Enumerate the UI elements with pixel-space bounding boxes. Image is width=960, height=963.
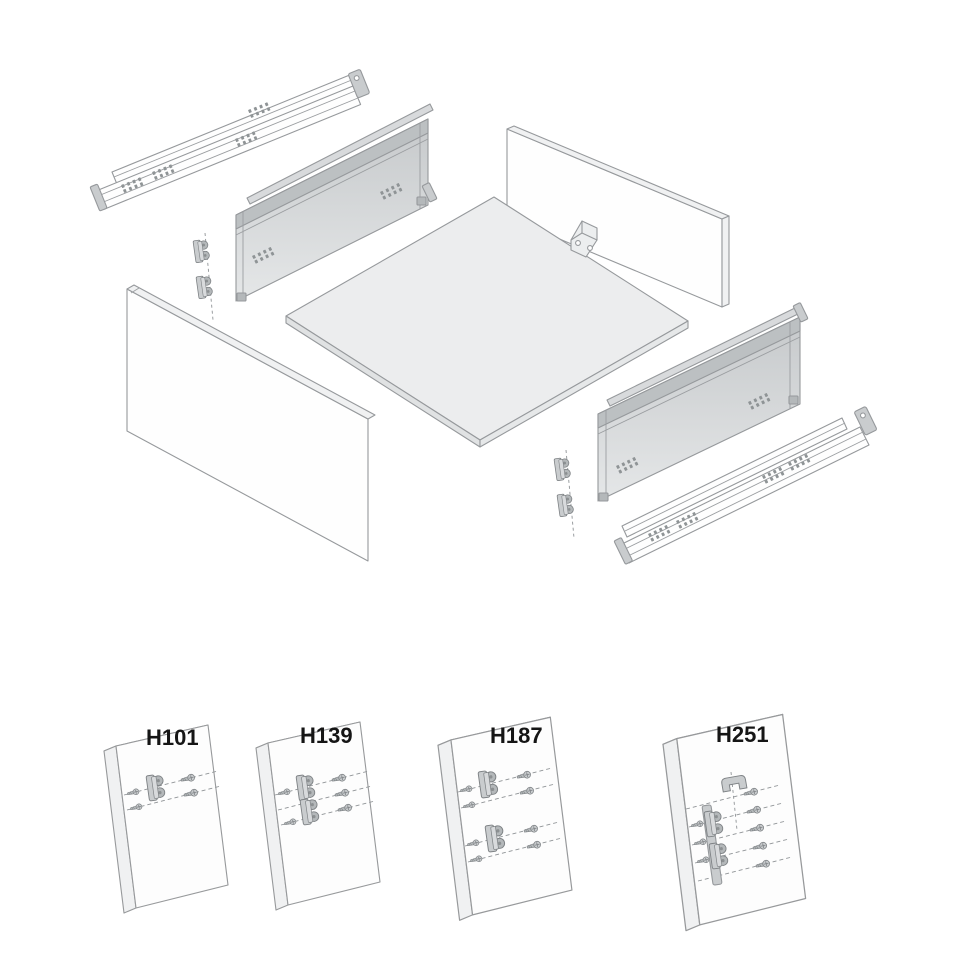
detail-h139: H139 — [255, 721, 381, 911]
rear-fixing-bracket — [570, 220, 598, 258]
cabinet-panel-top-edge — [126, 284, 376, 420]
front-fixing-couplings-left — [192, 232, 214, 321]
cap-explode-axis — [730, 771, 738, 831]
front-latch — [421, 182, 438, 203]
front-latch — [792, 302, 809, 323]
coupling-icon — [195, 274, 214, 300]
right-drawer-slide — [613, 406, 877, 565]
drawer-side-top-profile — [235, 118, 429, 230]
detail-label-h101: H101 — [146, 725, 199, 750]
coupling-icon — [553, 456, 572, 482]
drawer-bottom-panel — [285, 196, 689, 448]
drawer-side-top-profile — [597, 316, 801, 429]
back-panel-side-edge — [721, 215, 730, 308]
exploded-view — [89, 69, 877, 565]
detail-h101: H101 — [103, 724, 229, 914]
detail-h251: H251 — [662, 713, 807, 932]
left-drawer-side-panel — [235, 118, 438, 302]
detail-label-h251: H251 — [716, 722, 769, 747]
bottom-panel-right-edge — [479, 320, 689, 448]
drawer-side-foot — [236, 292, 247, 302]
cabinet-side-panel — [126, 284, 376, 562]
coupling-icon — [556, 492, 575, 518]
detail-label-h187: H187 — [490, 723, 543, 748]
right-drawer-side-panel — [597, 302, 809, 502]
detail-label-h139: H139 — [300, 723, 353, 748]
left-gallery-rail — [246, 103, 434, 205]
screw-axes — [123, 770, 222, 811]
screw-axes — [457, 767, 563, 863]
slide-end-cap — [613, 537, 633, 565]
screw-axes — [274, 770, 376, 826]
front-fixing-couplings-right — [553, 449, 575, 539]
detail-h187: H187 — [437, 716, 573, 921]
drawer-side-foot — [416, 196, 427, 206]
slide-end-cap — [89, 183, 108, 212]
back-panel — [506, 125, 730, 308]
slide-front-hook — [854, 406, 877, 436]
drawer-side-foot — [598, 492, 609, 502]
mounting-detail-views: H101 H139 — [103, 713, 807, 932]
left-drawer-slide — [89, 69, 370, 212]
slide-front-hook — [348, 69, 370, 99]
drawer-side-foot — [788, 395, 799, 405]
coupling-icon — [192, 238, 211, 264]
front-panel-board — [103, 724, 229, 914]
